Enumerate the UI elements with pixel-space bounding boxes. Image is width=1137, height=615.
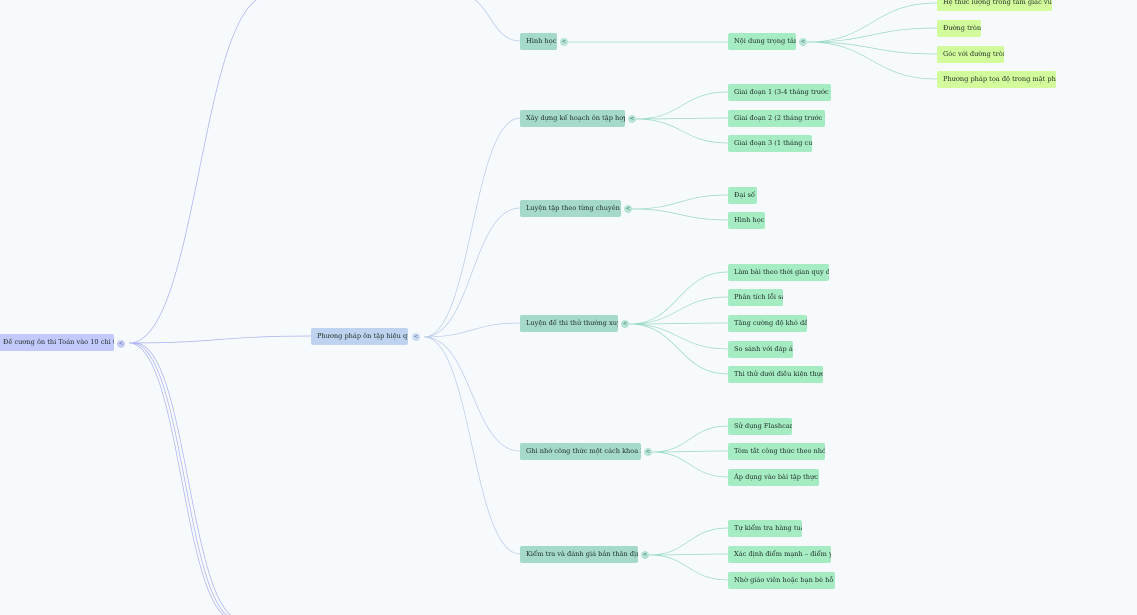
mock-analyze[interactable]: Phân tích lỗi sai — [728, 289, 783, 306]
formula-group[interactable]: Tóm tắt công thức theo nhóm — [728, 443, 825, 460]
plan-phase-2[interactable]: Giai đoạn 2 (2 tháng trước thi) — [728, 110, 825, 127]
link-formulas-2 — [651, 451, 729, 478]
mock-timed[interactable]: Làm bài theo thời gian quy định — [728, 264, 829, 281]
link-root-bottom-1 — [128, 342, 225, 615]
link-method-topics — [423, 207, 521, 338]
root-node[interactable]: Đề cương ôn thi Toán vào 10 chi tiết — [0, 334, 114, 351]
link-root-bottom-3 — [134, 342, 232, 615]
link-formulas-0 — [651, 425, 729, 453]
plan-phase-3[interactable]: Giai đoạn 3 (1 tháng cuối) — [728, 135, 812, 152]
formula-apply[interactable]: Áp dụng vào bài tập thực tế — [728, 469, 819, 486]
method-collapse-toggle[interactable]: < — [412, 333, 420, 341]
link-plan-2 — [635, 118, 729, 144]
link-plan-0 — [635, 91, 729, 120]
core-circle[interactable]: Đường tròn — [937, 20, 981, 37]
formula-flashcard[interactable]: Sử dụng Flashcard — [728, 418, 792, 435]
link-core-2 — [806, 41, 938, 55]
core-triangle-relations[interactable]: Hệ thức lượng trong tam giác vuông — [937, 0, 1052, 11]
core-content-collapse-toggle[interactable]: < — [799, 38, 807, 46]
link-review-0 — [648, 527, 729, 556]
link-mock-0 — [628, 271, 729, 325]
topic-geometry[interactable]: Hình học — [728, 212, 765, 229]
link-top-geometry — [474, 0, 521, 42]
core-coordinate-method[interactable]: Phương pháp tọa độ trong mặt phẳng — [937, 71, 1056, 88]
mock-real-conditions[interactable]: Thi thử dưới điều kiện thực tế — [728, 366, 823, 383]
link-mock-1 — [628, 296, 729, 325]
link-formulas-1 — [651, 450, 729, 453]
formulas-node[interactable]: Ghi nhớ công thức một cách khoa học — [520, 443, 641, 460]
plan-collapse-toggle[interactable]: < — [628, 115, 636, 123]
review-collapse-toggle[interactable]: < — [641, 551, 649, 559]
topics-node[interactable]: Luyện tập theo từng chuyên đề — [520, 200, 621, 217]
link-plan-1 — [635, 117, 729, 120]
link-mock-3 — [628, 323, 729, 350]
review-node[interactable]: Kiểm tra và đánh giá bản thân định kỳ — [520, 546, 638, 563]
link-root-top — [128, 0, 258, 344]
link-mock-2 — [628, 322, 729, 325]
review-weekly[interactable]: Tự kiểm tra hàng tuần — [728, 520, 802, 537]
link-mock-4 — [628, 323, 729, 375]
link-core-1 — [806, 27, 938, 43]
link-core-0 — [806, 2, 938, 43]
link-method-review — [423, 336, 521, 555]
review-strengths[interactable]: Xác định điểm mạnh – điểm yếu — [728, 546, 831, 563]
mock-compare[interactable]: So sánh với đáp án — [728, 341, 793, 358]
link-review-1 — [648, 553, 729, 556]
plan-phase-1[interactable]: Giai đoạn 1 (3-4 tháng trước thi) — [728, 84, 831, 101]
root-collapse-toggle[interactable]: < — [117, 339, 125, 348]
mock-harder[interactable]: Tăng cường độ khó dần — [728, 315, 807, 332]
link-method-formulas — [423, 336, 521, 452]
core-content-node[interactable]: Nội dung trọng tâm — [728, 33, 796, 50]
plan-node[interactable]: Xây dựng kế hoạch ôn tập hợp lý — [520, 110, 625, 127]
mock-node[interactable]: Luyện đề thi thử thường xuyên — [520, 315, 618, 332]
link-root-method — [128, 335, 312, 344]
formulas-collapse-toggle[interactable]: < — [644, 448, 652, 456]
link-root-bottom-2 — [131, 342, 228, 615]
link-topics-1 — [631, 208, 729, 221]
link-topics-0 — [631, 194, 729, 210]
link-method-plan — [423, 117, 521, 338]
core-circle-angles[interactable]: Góc với đường tròn — [937, 46, 1004, 63]
link-core-3 — [806, 41, 938, 80]
topic-algebra[interactable]: Đại số — [728, 187, 757, 204]
link-review-2 — [648, 554, 729, 581]
review-ask-help[interactable]: Nhờ giáo viên hoặc bạn bè hỗ trợ — [728, 572, 835, 589]
geometry-node[interactable]: Hình học — [520, 33, 557, 50]
link-method-mock — [423, 322, 521, 338]
method-node[interactable]: Phương pháp ôn tập hiệu quả — [311, 328, 408, 345]
geometry-collapse-toggle[interactable]: < — [560, 38, 568, 46]
topics-collapse-toggle[interactable]: < — [624, 205, 632, 213]
mock-collapse-toggle[interactable]: < — [621, 320, 629, 328]
